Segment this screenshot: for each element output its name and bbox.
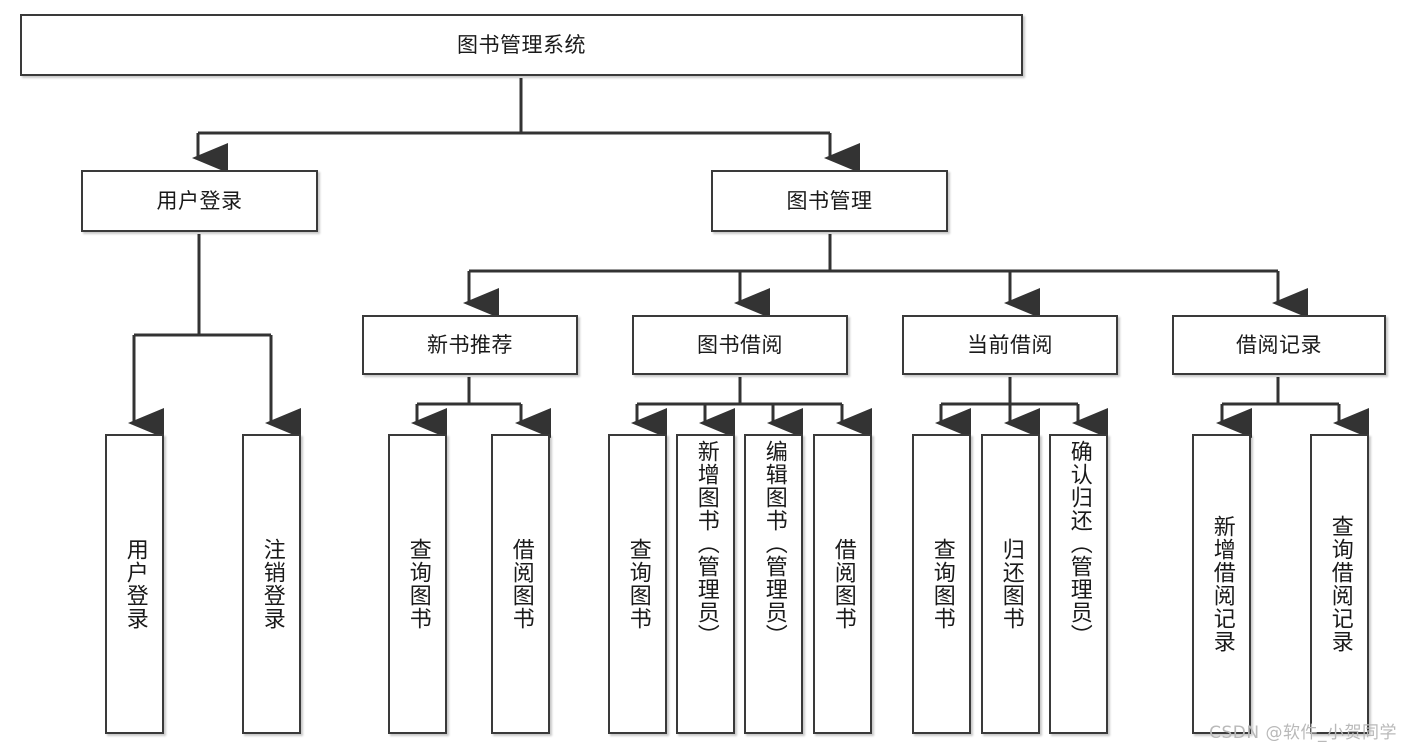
node-book-borrow[interactable]: 图书借阅 (632, 315, 848, 375)
node-root-book-management-system[interactable]: 图书管理系统 (20, 14, 1023, 76)
node-label: 借阅图书 (508, 538, 534, 630)
node-leaf-add-borrow-record[interactable]: 新增借阅记录 (1192, 434, 1251, 734)
node-leaf-user-login[interactable]: 用户登录 (105, 434, 164, 734)
node-label: 图书借阅 (697, 332, 783, 357)
node-label: 当前借阅 (967, 332, 1053, 357)
node-user-login[interactable]: 用户登录 (81, 170, 318, 232)
node-label: 借阅图书 (830, 538, 856, 630)
node-label: 确认归还（管理员） (1066, 440, 1092, 647)
node-leaf-add-book-admin[interactable]: 新增图书（管理员） (676, 434, 735, 734)
node-label: 用户登录 (156, 188, 243, 213)
node-label: 注销登录 (259, 538, 285, 630)
node-label: 查询借阅记录 (1327, 515, 1353, 653)
node-label: 新书推荐 (427, 332, 513, 357)
node-book-management[interactable]: 图书管理 (711, 170, 948, 232)
node-label: 新增借阅记录 (1209, 515, 1235, 653)
node-label: 新增图书（管理员） (693, 440, 719, 647)
node-label: 图书管理系统 (457, 32, 586, 57)
node-leaf-query-borrow-record[interactable]: 查询借阅记录 (1310, 434, 1369, 734)
node-label: 图书管理 (786, 188, 873, 213)
node-leaf-query-book[interactable]: 查询图书 (608, 434, 667, 734)
node-label: 归还图书 (998, 538, 1024, 630)
node-leaf-borrow-book-recommend[interactable]: 借阅图书 (491, 434, 550, 734)
csdn-watermark: CSDN @软件_小贺同学 (1209, 723, 1397, 743)
node-label: 查询图书 (405, 538, 431, 630)
node-leaf-logout[interactable]: 注销登录 (242, 434, 301, 734)
node-leaf-query-book-recommend[interactable]: 查询图书 (388, 434, 447, 734)
node-current-borrow[interactable]: 当前借阅 (902, 315, 1118, 375)
node-leaf-borrow-book[interactable]: 借阅图书 (813, 434, 872, 734)
node-label: 查询图书 (625, 538, 651, 630)
node-borrow-record[interactable]: 借阅记录 (1172, 315, 1386, 375)
node-label: 查询图书 (929, 538, 955, 630)
node-new-book-recommend[interactable]: 新书推荐 (362, 315, 578, 375)
node-label: 用户登录 (122, 538, 148, 630)
node-leaf-query-book-current[interactable]: 查询图书 (912, 434, 971, 734)
node-label: 编辑图书（管理员） (761, 440, 787, 647)
node-leaf-edit-book-admin[interactable]: 编辑图书（管理员） (744, 434, 803, 734)
node-leaf-confirm-return-admin[interactable]: 确认归还（管理员） (1049, 434, 1108, 734)
node-label: 借阅记录 (1236, 332, 1322, 357)
node-leaf-return-book[interactable]: 归还图书 (981, 434, 1040, 734)
